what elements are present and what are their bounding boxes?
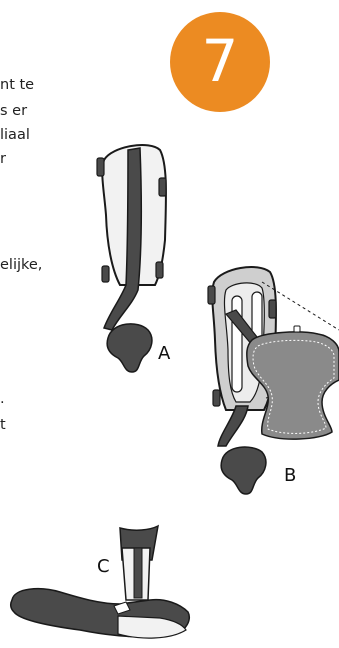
buckle-tab [156, 262, 163, 278]
buckle-tab [102, 266, 109, 282]
figure-label-a: A [158, 345, 170, 363]
illustration-a [97, 145, 166, 372]
figure-label-c: C [97, 558, 110, 576]
foot-pad-a [107, 324, 152, 372]
buckle-tab [208, 286, 215, 304]
buckle-tab [97, 158, 104, 176]
figure-label-b: B [284, 467, 296, 485]
illustration-b [208, 267, 339, 494]
foot-pad-b [221, 447, 266, 494]
illustration-c [11, 526, 190, 638]
buckle-tab [213, 390, 220, 406]
buckle-tab [269, 300, 276, 318]
vertical-strap-c [134, 548, 142, 598]
pad-tab [294, 326, 300, 332]
buckle-tab [159, 178, 166, 196]
dark-strap-b [218, 406, 248, 446]
